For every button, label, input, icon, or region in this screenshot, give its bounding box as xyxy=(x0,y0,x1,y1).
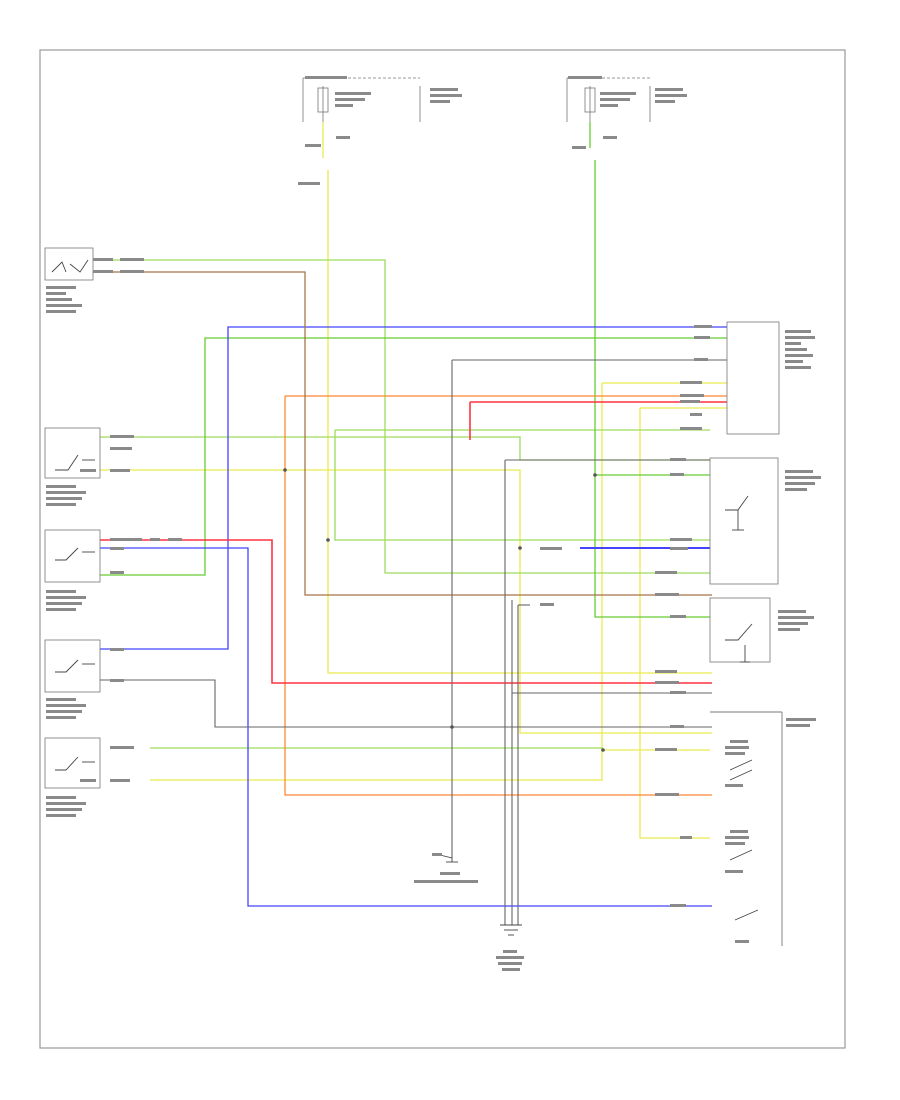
wire-red xyxy=(100,401,727,684)
wire-yellow xyxy=(100,122,727,839)
fuse-label-marks xyxy=(298,76,687,185)
switch-contact-icon xyxy=(725,495,749,531)
diagram-frame xyxy=(39,49,846,1049)
wire-label-marks-left xyxy=(80,258,182,782)
power-source-right xyxy=(566,77,651,122)
component-right-switch-stack xyxy=(710,711,816,946)
switch-contact-icon xyxy=(55,547,95,561)
component-left-3 xyxy=(44,529,101,611)
switch-contact-icon xyxy=(55,659,95,673)
component-right-switch xyxy=(709,597,814,663)
component-left-1 xyxy=(44,247,94,313)
component-left-2 xyxy=(44,427,101,506)
switch-contact-icon xyxy=(55,454,95,471)
power-source-left xyxy=(302,77,421,122)
component-left-4 xyxy=(44,639,101,719)
ground-label-marks xyxy=(414,853,524,971)
component-right-connector xyxy=(726,321,815,435)
wire-orange xyxy=(284,395,727,796)
wire-gray xyxy=(100,359,727,925)
ground-symbol-icon xyxy=(439,854,458,863)
component-left-5 xyxy=(44,737,101,817)
splice-dots xyxy=(283,468,605,752)
switch-contact-icon xyxy=(51,259,89,273)
wire-label-marks-right xyxy=(540,325,712,907)
ground-symbol-icon xyxy=(500,924,522,936)
wire-light-green xyxy=(100,259,712,749)
wire-brown xyxy=(100,271,712,596)
wire-green xyxy=(100,122,727,618)
switch-contact-icon xyxy=(55,756,95,771)
component-right-relay xyxy=(709,457,821,585)
switch-contact-icon xyxy=(725,623,753,663)
